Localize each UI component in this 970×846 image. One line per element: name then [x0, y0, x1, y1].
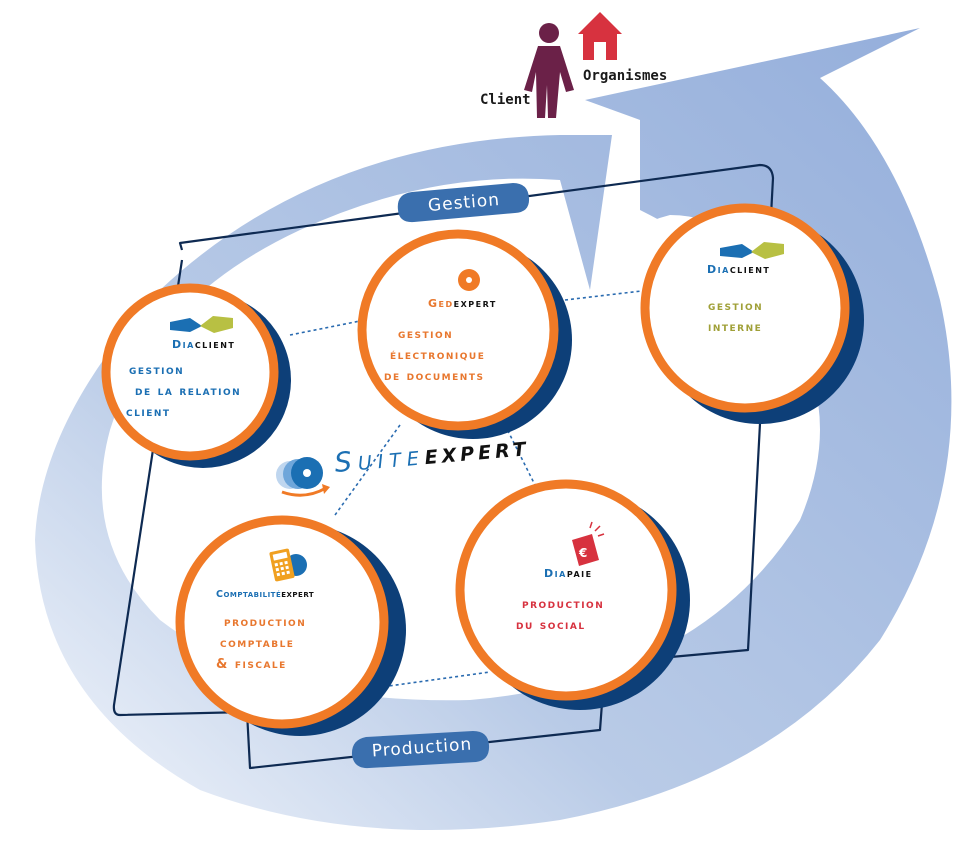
person-icon: [524, 23, 574, 118]
desc-line: comptable: [220, 636, 295, 651]
gedexpert-desc: gestion électronique de documents: [384, 324, 485, 387]
organismes-label: Organismes: [583, 68, 668, 84]
product-name-suffix: client: [729, 263, 771, 276]
comptabilite-desc: production comptable & fiscale: [216, 612, 306, 675]
circle-gedexpert: [357, 229, 572, 439]
product-name-prefix: Dia: [707, 263, 730, 276]
house-icon: [578, 12, 622, 60]
desc-line: client: [126, 405, 171, 420]
product-name-suffix: paie: [566, 567, 593, 580]
desc-line: interne: [708, 320, 763, 335]
desc-line: production: [224, 615, 307, 630]
product-name-suffix: expert: [281, 589, 315, 600]
handshake-icon: [170, 316, 233, 333]
suiteexpert-logo-icon: [276, 457, 330, 497]
product-name-prefix: Dia: [544, 567, 567, 580]
desc-line: gestion: [708, 299, 764, 314]
svg-text:€: €: [578, 546, 587, 560]
client-label: Client: [480, 92, 531, 108]
dotted-connectors: [289, 289, 651, 691]
desc-line: électronique: [390, 348, 486, 363]
circle-comptabilite: [175, 515, 406, 736]
circle-diaclient-left: [101, 283, 291, 468]
desc-line: gestion: [398, 327, 454, 342]
pill-production-bg: [351, 731, 490, 769]
pill-gestion-bg: [397, 183, 530, 223]
desc-line: & fiscale: [216, 657, 287, 672]
handshake-icon-right: [720, 242, 784, 259]
diaclient-right-desc: gestion interne: [708, 296, 763, 338]
diapaie-desc: production du social: [516, 594, 604, 636]
gedexpert-name: Gedexpert: [428, 297, 497, 310]
desc-line: gestion: [129, 363, 185, 378]
product-name-prefix: Dia: [172, 338, 195, 351]
disc-icon: [458, 269, 480, 291]
circle-diaclient-right: [640, 203, 864, 424]
desc-line: du social: [516, 618, 586, 633]
euro-paper-icon: €: [572, 521, 605, 566]
circle-diapaie: [455, 479, 690, 710]
diaclient-left-desc: gestion de la relation client: [126, 360, 241, 423]
product-name-prefix: Ged: [428, 297, 454, 310]
desc-line: de documents: [384, 369, 485, 384]
diapaie-name: Diapaie: [544, 567, 593, 580]
product-name-prefix: Comptabilité: [216, 589, 282, 600]
comptabilite-name: Comptabilitéexpert: [216, 589, 314, 600]
desc-line: production: [522, 597, 605, 612]
product-name-suffix: expert: [453, 297, 497, 310]
product-name-suffix: client: [194, 338, 236, 351]
calculator-icon: [269, 548, 307, 582]
diaclient-left-name: Diaclient: [172, 338, 235, 351]
diaclient-right-name: Diaclient: [707, 263, 770, 276]
desc-line: de la relation: [135, 384, 242, 399]
